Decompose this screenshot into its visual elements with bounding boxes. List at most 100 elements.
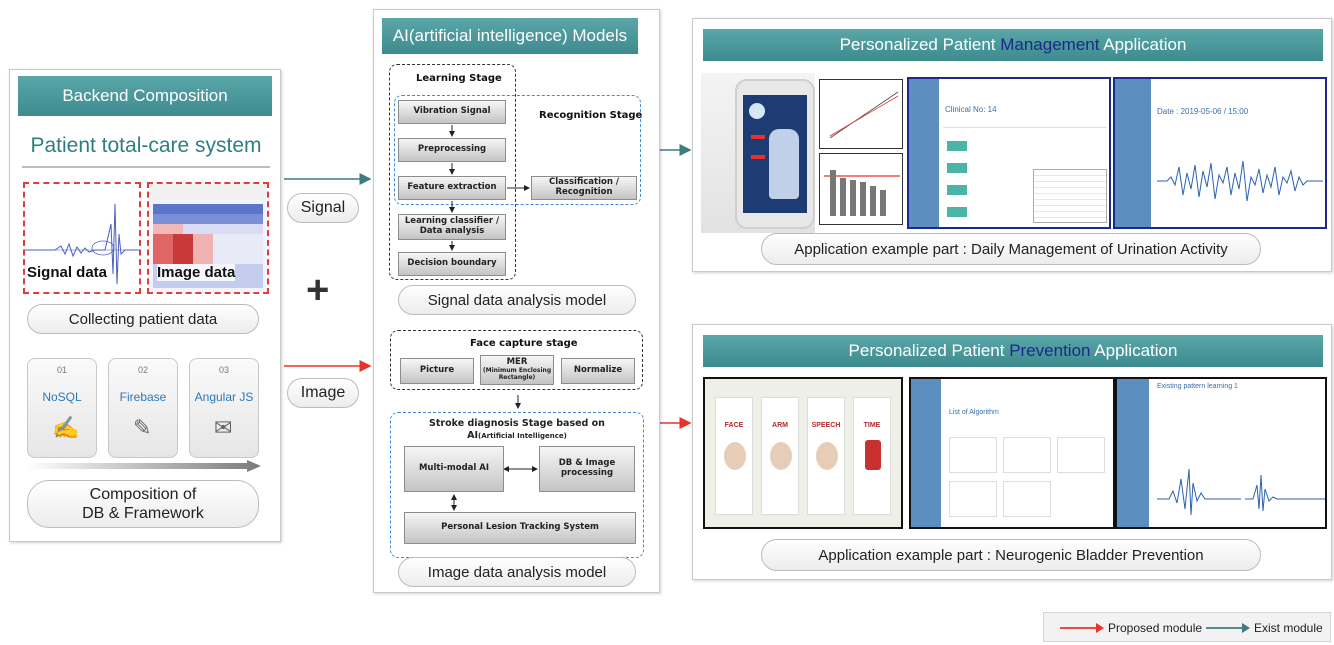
prevention-app-panel: Personalized Patient Prevention Applicat… [692, 324, 1332, 580]
normalize-box: Normalize [561, 358, 635, 384]
dashboard-sidebar [911, 379, 941, 527]
prevention-example-pill: Application example part : Neurogenic Bl… [761, 539, 1261, 571]
learning-stage-box [389, 64, 516, 280]
user-avatar-icon [749, 103, 765, 119]
feature-extraction-box: Feature extraction [398, 176, 506, 200]
clinical-number: Clinical No: 14 [945, 105, 997, 114]
ai-flow-arrows [449, 125, 538, 511]
dashboard-sidebar [909, 79, 939, 227]
status-chip [947, 185, 967, 195]
face-icon [724, 442, 746, 470]
composition-pill: Composition of DB & Framework [27, 480, 259, 528]
db-image-processing-box: DB & Image processing [539, 446, 635, 492]
speech-icon [816, 442, 838, 470]
image-model-pill: Image data analysis model [398, 557, 636, 587]
firebase-label: Firebase [119, 390, 167, 404]
waveform-dashboard-screenshot: Date : 2019-05-06 / 15:00 [1113, 77, 1327, 229]
fast-card-arm: ARM [761, 397, 799, 515]
classification-box: Classification / Recognition [531, 176, 637, 200]
backend-panel: Backend Composition Patient total-care s… [9, 69, 281, 542]
algorithm-list-title: List of Algorithm [949, 409, 999, 416]
fast-card-speech: SPEECH [807, 397, 845, 515]
recognition-stage-box [394, 95, 641, 205]
multimodal-ai-box: Multi-modal AI [404, 446, 504, 492]
decision-boundary-box: Decision boundary [398, 252, 506, 276]
management-title: Personalized Patient Management Applicat… [703, 29, 1323, 61]
preprocessing-box: Preprocessing [398, 138, 506, 162]
algorithm-card [949, 437, 997, 473]
envelope-icon: ✉ [214, 415, 233, 440]
image-data-label: Image data [157, 264, 236, 281]
db-card-firebase: 02 Firebase ✎ [108, 358, 178, 458]
dashboard-sidebar [1117, 379, 1149, 527]
phone-icon [865, 440, 881, 470]
pattern-waveform-1 [1157, 468, 1241, 516]
ai-models-title: AI(artificial intelligence) Models [382, 18, 638, 54]
nosql-label: NoSQL [42, 390, 82, 404]
picture-box: Picture [400, 358, 474, 384]
db-card-nosql: 01 NoSQL ✍ [27, 358, 97, 458]
signal-waveform-graphic [25, 203, 139, 285]
mer-box: MER (Minimum Enclosing Rectangle) [480, 355, 554, 385]
status-bar [751, 135, 765, 139]
lesion-tracking-box: Personal Lesion Tracking System [404, 512, 636, 544]
face-capture-title: Face capture stage [470, 338, 578, 349]
learning-classifier-box: Learning classifier / Data analysis [398, 214, 506, 240]
feather-pen-icon: ✍ [52, 415, 80, 440]
algorithm-card [949, 481, 997, 517]
signal-model-pill: Signal data analysis model [398, 285, 636, 315]
backend-title: Backend Composition [18, 76, 272, 116]
angularjs-label: Angular JS [194, 390, 254, 404]
status-chip [947, 207, 967, 217]
phone-screen [743, 95, 807, 213]
image-data-thumbnail: Image data [147, 182, 269, 294]
legend-box: Proposed module Exist module [1043, 612, 1331, 642]
pattern-title: Existing pattern learning 1 [1157, 383, 1238, 390]
algorithm-card [1003, 481, 1051, 517]
algorithm-card [1003, 437, 1051, 473]
recording-date: Date : 2019-05-06 / 15:00 [1157, 107, 1249, 116]
exist-arrow-icon [1206, 623, 1250, 633]
dashboard-sidebar [1115, 79, 1151, 227]
divider [943, 127, 1107, 128]
fast-stroke-cards: FACE ARM SPEECH TIME [703, 377, 903, 529]
backend-subtitle: Patient total-care system [30, 134, 262, 157]
pattern-waveform-2 [1245, 474, 1325, 512]
prevention-title: Personalized Patient Prevention Applicat… [703, 335, 1323, 367]
fast-card-face: FACE [715, 397, 753, 515]
pattern-learning-screenshot: Existing pattern learning 1 [1115, 377, 1327, 529]
vibration-signal-box: Vibration Signal [398, 100, 506, 124]
divider [22, 166, 270, 168]
ai-models-panel: AI(artificial intelligence) Models Learn… [373, 9, 660, 593]
image-connector-label: Image [287, 378, 359, 408]
signal-data-thumbnail: Signal data [23, 182, 141, 294]
stroke-diagnosis-title: Stroke diagnosis Stage based on AI(Artif… [429, 418, 605, 441]
waveform-chart-graphic [1157, 160, 1323, 202]
progress-arrow-graphic [27, 460, 261, 472]
management-example-pill: Application example part : Daily Managem… [761, 233, 1261, 265]
scatter-chart-thumbnail [819, 79, 903, 149]
plus-sign: + [306, 268, 330, 312]
signal-data-label: Signal data [27, 264, 108, 281]
recognition-stage-title: Recognition Stage [539, 110, 643, 121]
arm-icon [770, 442, 792, 470]
clinical-dashboard-screenshot: Clinical No: 14 [907, 77, 1111, 229]
algorithm-card [1057, 437, 1105, 473]
proposed-arrow-icon [1060, 623, 1104, 633]
learning-stage-title: Learning Stage [416, 73, 502, 84]
status-bar [751, 155, 765, 159]
line-chart-graphic [829, 91, 899, 139]
status-chip [947, 141, 967, 151]
db-card-angular: 03 Angular JS ✉ [189, 358, 259, 458]
status-chip [947, 163, 967, 173]
document-edit-icon: ✎ [133, 415, 152, 440]
algorithm-list-screenshot: List of Algorithm [909, 377, 1115, 529]
phone-device [735, 79, 815, 229]
signal-connector-label: Signal [287, 193, 359, 223]
data-table [1033, 169, 1107, 223]
bar-chart-graphic [824, 170, 900, 216]
collecting-data-pill: Collecting patient data [27, 304, 259, 334]
legend-proposed-label: Proposed module [1108, 621, 1203, 635]
face-capture-box [390, 330, 643, 390]
legend-exist-label: Exist module [1254, 621, 1323, 635]
